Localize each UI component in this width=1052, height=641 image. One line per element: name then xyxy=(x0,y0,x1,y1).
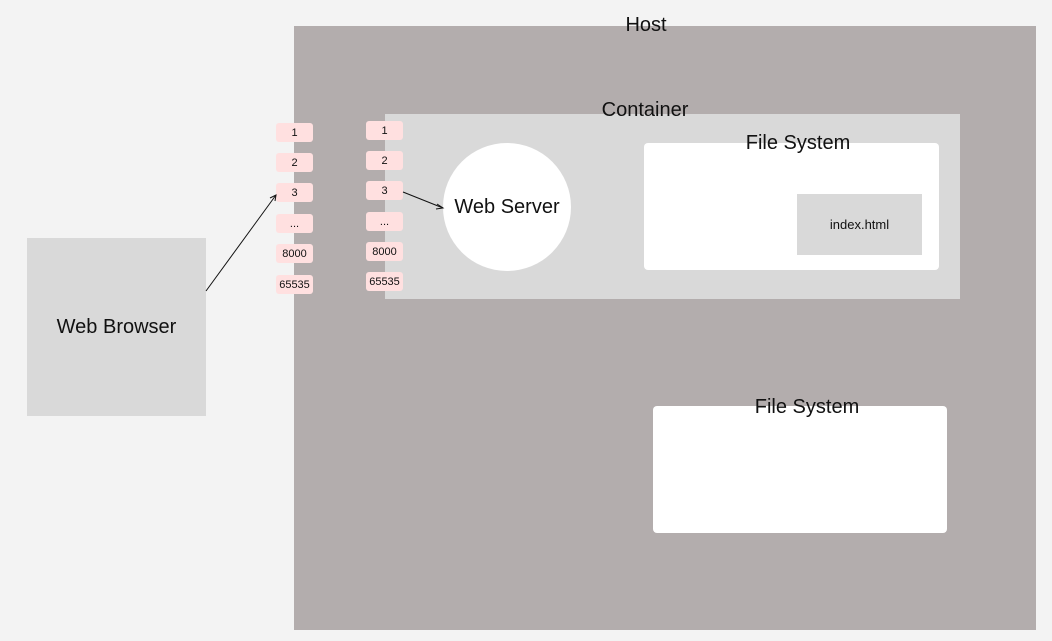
container-port-label: 65535 xyxy=(369,275,400,288)
host-label: Host xyxy=(625,14,667,36)
host-port-label: 8000 xyxy=(282,247,307,260)
host-port: ... xyxy=(276,214,313,233)
web-browser-label: Web Browser xyxy=(56,315,177,338)
container-port: 1 xyxy=(366,121,403,140)
container-port: ... xyxy=(366,212,403,231)
host-file-system-label: File System xyxy=(754,396,860,418)
host-port-label: 65535 xyxy=(279,278,310,291)
container-port-label: 2 xyxy=(381,154,388,167)
browser-to-host-port-arrow xyxy=(205,194,277,292)
container-port-label: ... xyxy=(379,215,390,228)
host-file-system-box xyxy=(653,406,947,533)
container-port-label: 1 xyxy=(381,124,388,137)
host-port: 3 xyxy=(276,183,313,202)
host-port: 1 xyxy=(276,123,313,142)
host-port: 2 xyxy=(276,153,313,172)
host-port-label: ... xyxy=(289,217,300,230)
container-port: 2 xyxy=(366,151,403,170)
host-port: 8000 xyxy=(276,244,313,263)
web-server-label: Web Server xyxy=(454,195,560,218)
host-port-label: 2 xyxy=(291,156,298,169)
host-port: 65535 xyxy=(276,275,313,294)
web-browser-box: Web Browser xyxy=(27,238,206,416)
index-html-label: index.html xyxy=(829,217,890,232)
host-port-label: 1 xyxy=(291,126,298,139)
index-html-file: index.html xyxy=(797,194,922,255)
container-port: 65535 xyxy=(366,272,403,291)
container-port: 3 xyxy=(366,181,403,200)
web-server-node: Web Server xyxy=(443,143,571,271)
container-port: 8000 xyxy=(366,242,403,261)
container-label: Container xyxy=(601,99,689,121)
container-port-label: 3 xyxy=(381,184,388,197)
container-file-system-label: File System xyxy=(745,132,851,154)
host-port-label: 3 xyxy=(291,186,298,199)
container-port-label: 8000 xyxy=(372,245,397,258)
